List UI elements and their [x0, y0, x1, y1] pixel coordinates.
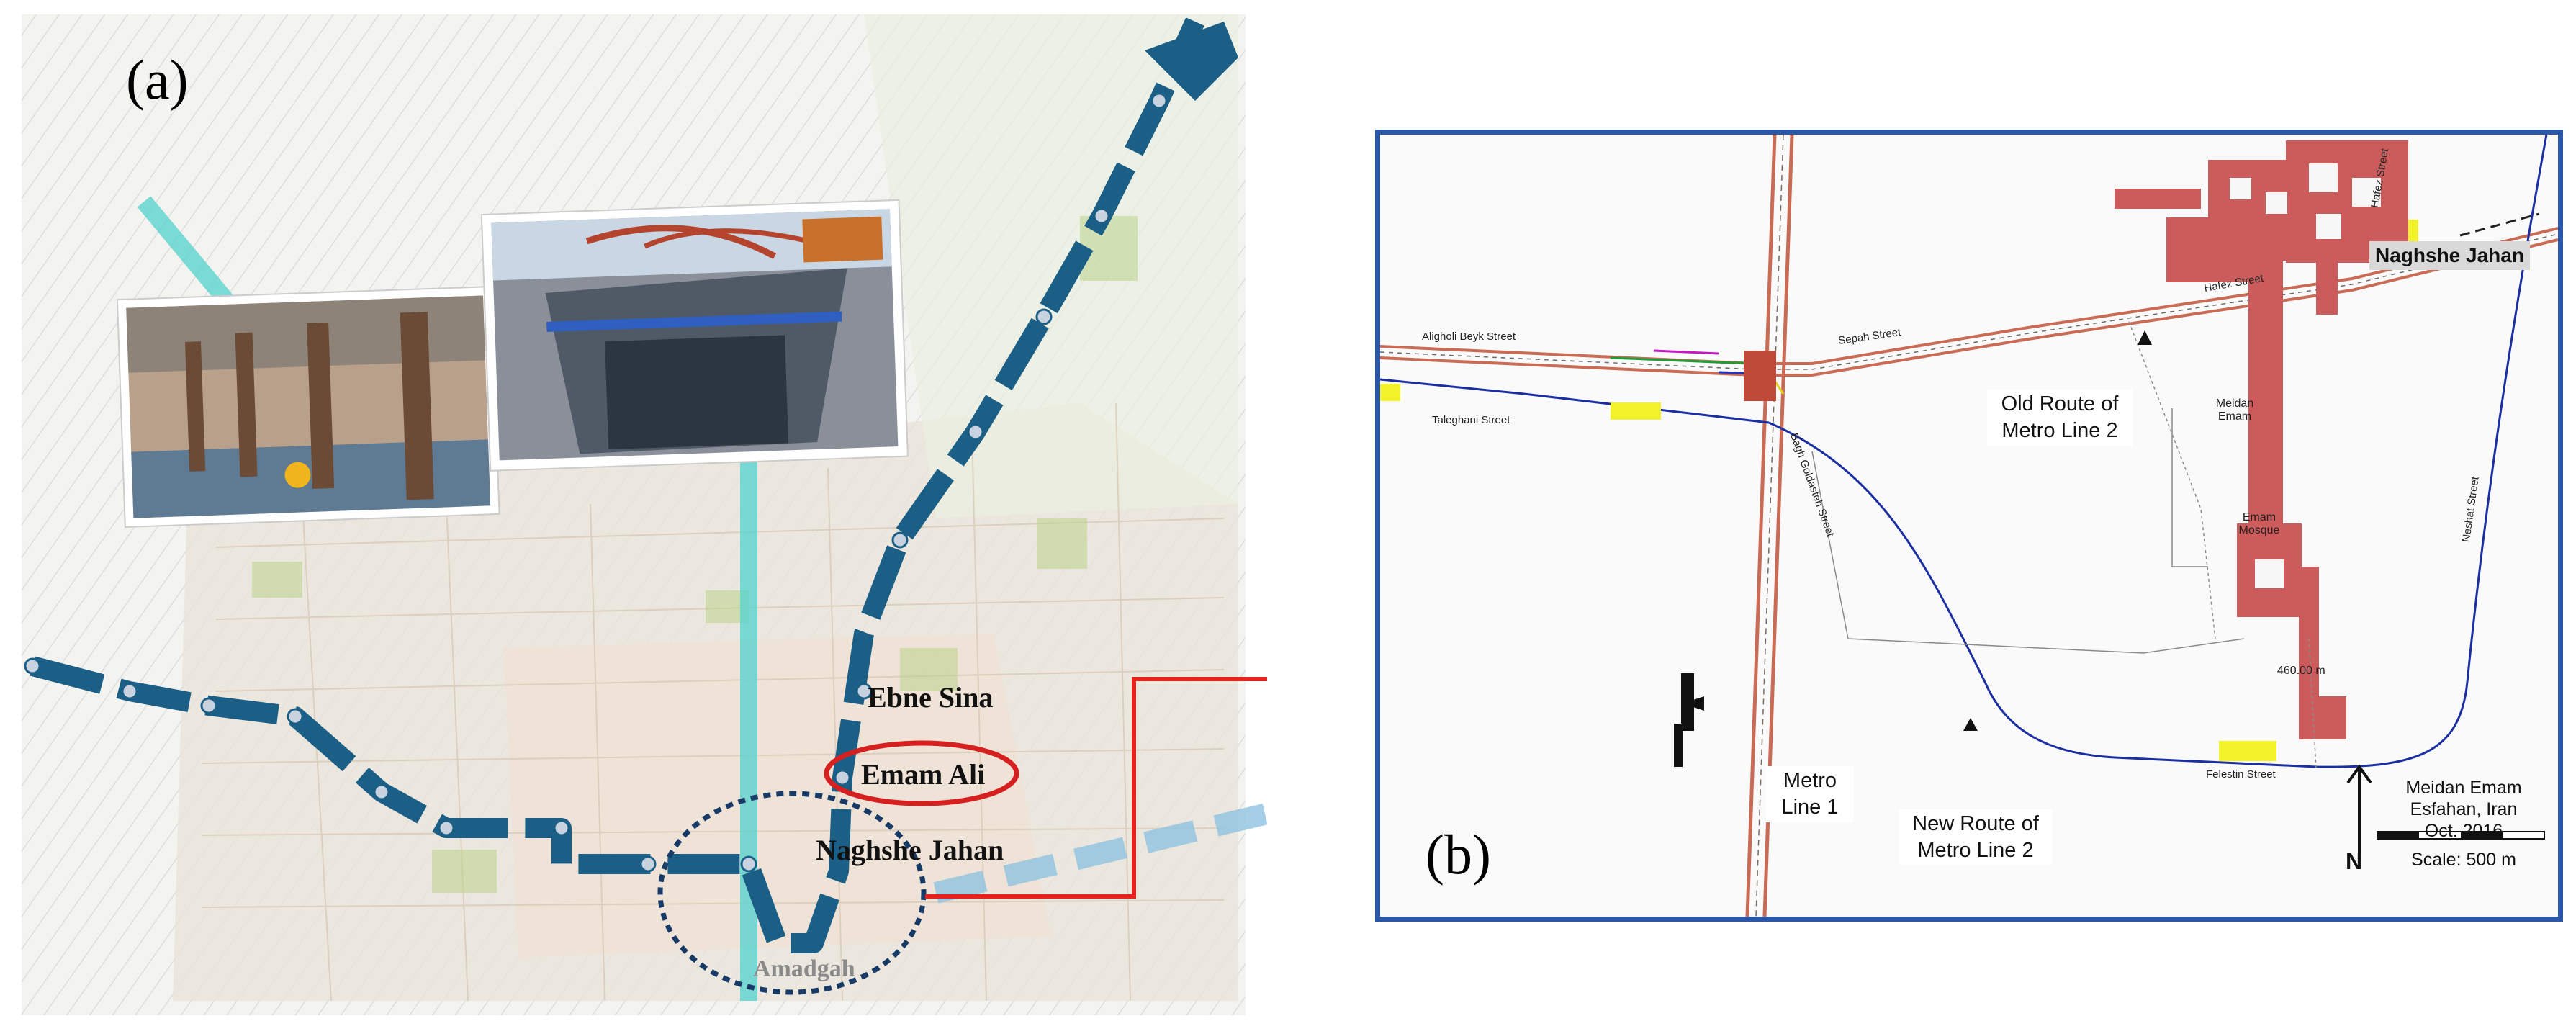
north-arrow-icon [2346, 764, 2372, 855]
place-meidan-emam: Meidan Emam [2215, 397, 2254, 423]
legend-location-1: Meidan Emam [2405, 778, 2522, 798]
callout-metro-line-1: Metro Line 1 [1766, 766, 1854, 822]
line-2-stations [24, 92, 1168, 873]
legend-location-2: Esfahan, Iran [2410, 799, 2518, 819]
panel-a-label: (a) [126, 48, 189, 111]
place-emam-mosque: Emam Mosque [2238, 511, 2280, 536]
new-route-arrow [1963, 718, 1978, 731]
site-plan-drawing [1380, 135, 2558, 917]
line-2-west-segment [1380, 378, 1770, 424]
station-label-naghshe-jahan: Naghshe Jahan [816, 834, 1004, 866]
photo-excavation-site [480, 199, 909, 472]
panel-b-label: (b) [1426, 823, 1491, 886]
naghshe-jahan-station-tag: Naghshe Jahan [2369, 241, 2530, 270]
metro-map-background [22, 14, 1267, 1015]
emam-ali-highlight [824, 740, 1019, 806]
metro-line-2 [30, 17, 1204, 953]
street-felestin: Felestin Street [2206, 768, 2276, 781]
metro-line-1-markers [1674, 673, 1704, 767]
photo-tunnel-interior [116, 286, 500, 529]
city-center-dashed-circle [657, 791, 927, 995]
monument-courtyards [2230, 163, 2381, 588]
old-route-arrow [2138, 330, 2152, 345]
panel-b-site-plan: (b) Aligholi Beyk Street Taleghani Stree… [1375, 130, 2563, 922]
link-arrow-line [925, 677, 1267, 899]
site-boundaries [1811, 321, 2317, 769]
callout-old-route: Old Route of Metro Line 2 [1987, 390, 2133, 446]
metro-line-3 [933, 803, 1267, 904]
panel-a-metro-map: (a) Ebne Sina Emam Ali Naghshe Jahan Ama… [0, 0, 1267, 1021]
line-2-terminus [1145, 22, 1238, 101]
street-aligholi-beyk: Aligholi Beyk Street [1422, 330, 1516, 343]
station-label-emam-ali: Emam Ali [861, 758, 986, 791]
legend-scale: Scale: 500 m [2411, 850, 2516, 870]
street-grid [201, 402, 1225, 1002]
distance-label: 460.00 m [2277, 665, 2325, 677]
north-letter: N [2346, 848, 2363, 874]
meidan-emam-monument [2115, 140, 2408, 739]
station-label-amadgah: Amadgah [753, 955, 855, 982]
callout-new-route: New Route of Metro Line 2 [1899, 809, 2052, 865]
street-taleghani: Taleghani Street [1432, 414, 1510, 426]
green-areas [252, 216, 1138, 893]
line-2-new-route [1768, 135, 2548, 768]
naghshe-jahan-extension [2459, 212, 2540, 237]
station-label-ebne-sina: Ebne Sina [868, 681, 994, 714]
interchange-station-box [1744, 351, 1776, 401]
legend-date: Oct. 2016 [2424, 821, 2503, 841]
scale-bar [2377, 831, 2545, 840]
